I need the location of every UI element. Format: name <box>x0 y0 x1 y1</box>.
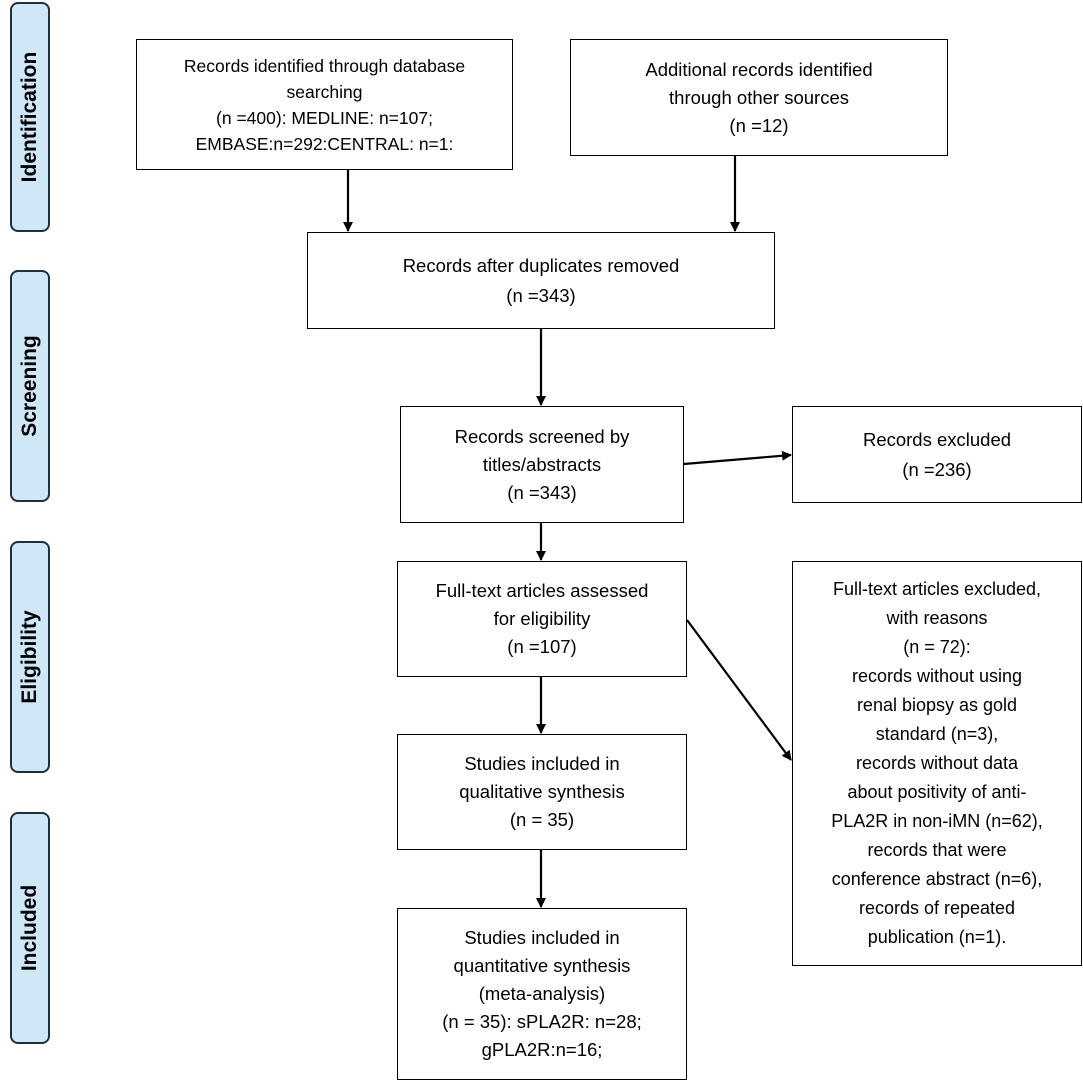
box-line: (n =400): MEDLINE: n=107; <box>216 107 433 128</box>
stage-eligibility: Eligibility <box>10 541 50 773</box>
box-line: conference abstract (n=6), <box>831 869 1043 889</box>
box-line: renal biopsy as gold <box>856 695 1018 715</box>
box-line: searching <box>286 81 363 102</box>
box-line: quantitative synthesis <box>453 955 631 976</box>
box-line: standard (n=3), <box>875 724 999 744</box>
qualitative-synthesis-box: Studies included in qualitative synthesi… <box>397 734 687 850</box>
box-line: through other sources <box>669 86 849 108</box>
box-line: (n =107) <box>507 636 577 657</box>
box-line: Studies included in <box>464 927 620 948</box>
box-line: for eligibility <box>493 608 591 629</box>
box-line: records without data <box>855 753 1019 773</box>
fulltext-assessed-box: Full-text articles assessed for eligibil… <box>397 561 687 677</box>
box-line: Records screened by <box>454 425 630 447</box>
quantitative-synthesis-box: Studies included in quantitative synthes… <box>397 908 687 1080</box>
box-line: (n =343) <box>507 481 577 503</box>
database-search-box: Records identified through database sear… <box>136 39 513 170</box>
box-line: Records identified through database <box>183 55 466 76</box>
box-line: (n = 72): <box>903 637 971 657</box>
box-line: records that were <box>867 840 1007 860</box>
box-line: publication (n=1). <box>867 927 1007 947</box>
stage-screening: Screening <box>10 270 50 502</box>
box-line: EMBASE:n=292:CENTRAL: n=1: <box>195 133 454 154</box>
box-line: titles/abstracts <box>482 453 602 475</box>
box-line: (n =343) <box>506 284 576 306</box>
box-line: (n = 35) <box>509 809 575 830</box>
stage-included: Included <box>10 812 50 1044</box>
box-line: (n = 35): sPLA2R: n=28; <box>442 1011 642 1032</box>
box-line: Studies included in <box>464 753 620 774</box>
box-line: Records after duplicates removed <box>402 254 680 276</box>
box-line: Additional records identified <box>645 58 873 80</box>
box-line: qualitative synthesis <box>459 781 625 802</box>
box-line: Full-text articles excluded, <box>832 579 1042 599</box>
box-line: records of repeated <box>858 898 1016 918</box>
box-line: (n =12) <box>729 114 789 136</box>
stage-identification: Identification <box>10 2 50 232</box>
box-line: about positivity of anti- <box>847 782 1027 802</box>
box-line: records without using <box>851 666 1023 686</box>
box-line: (meta-analysis) <box>478 983 606 1004</box>
box-line: gPLA2R:n=16; <box>481 1039 603 1060</box>
box-line: Full-text articles assessed <box>435 580 649 601</box>
box-line: Records excluded <box>862 428 1012 450</box>
box-line: PLA2R in non-iMN (n=62), <box>831 811 1043 831</box>
box-line: (n =236) <box>902 458 972 480</box>
box-line: with reasons <box>886 608 988 628</box>
arrow-screened-to-excluded <box>683 450 792 466</box>
fulltext-excluded-box: Full-text articles excluded, with reason… <box>792 561 1082 966</box>
other-sources-box: Additional records identified through ot… <box>570 39 948 156</box>
records-excluded-box: Records excluded (n =236) <box>792 406 1082 503</box>
screened-box: Records screened by titles/abstracts (n … <box>400 406 684 523</box>
arrow-fulltext-to-excluded <box>686 619 792 761</box>
duplicates-removed-box: Records after duplicates removed (n =343… <box>307 232 775 329</box>
